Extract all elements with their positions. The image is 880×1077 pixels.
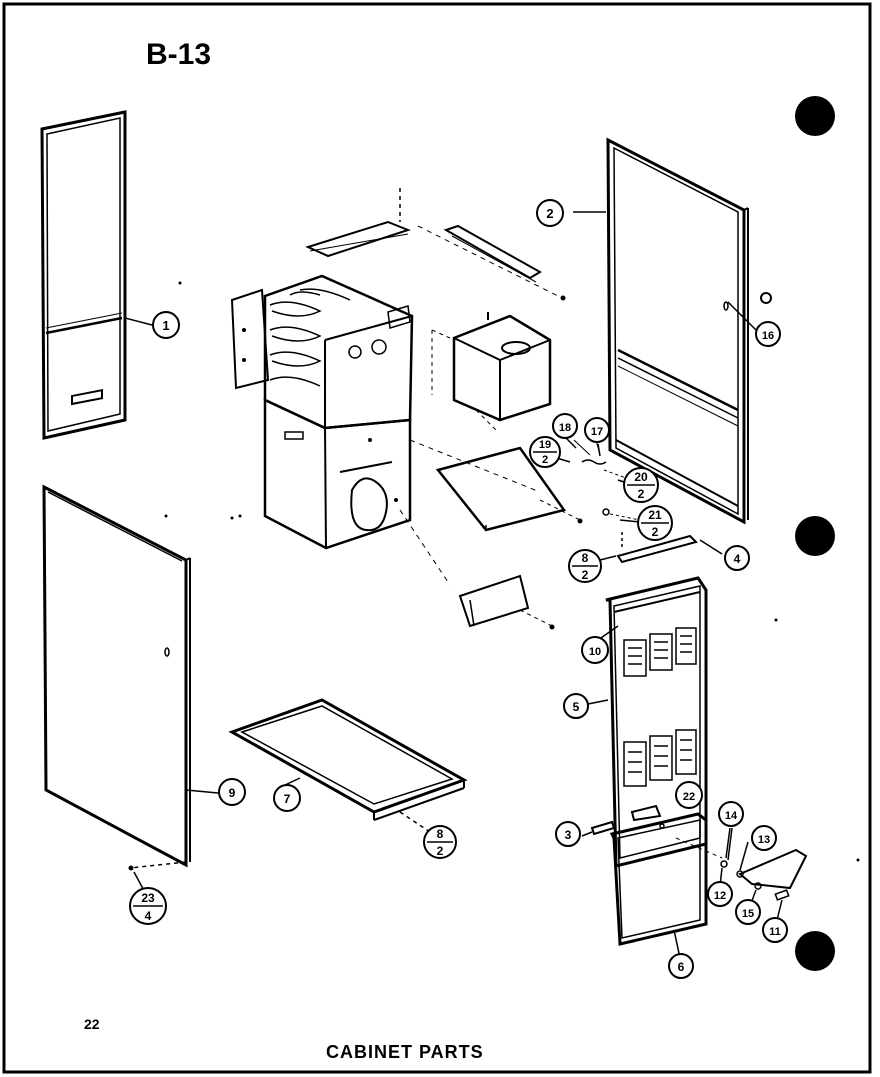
part-4-rail [616,532,723,564]
callout-22: 22 [683,791,695,803]
diagram-caption: CABINET PARTS [326,1042,484,1062]
callout-1: 1 [162,318,169,333]
callout-9: 9 [229,786,236,800]
callout-23-top: 23 [141,891,155,905]
callout-8a-top: 8 [582,551,589,565]
callout-8b-bottom: 2 [437,844,444,858]
callout-17: 17 [591,426,603,438]
callout-3: 3 [565,828,572,842]
callout-labels: 1 2 16 18 17 19 2 20 2 21 2 8 2 4 10 5 9… [141,206,781,974]
callout-20-top: 20 [634,470,648,484]
filter-tray [409,439,583,532]
callout-19-bottom: 2 [542,454,548,466]
blower-box [431,312,552,431]
callout-19-top: 19 [539,439,551,451]
callout-18: 18 [559,422,571,434]
callout-11: 11 [769,926,781,938]
lower-bracket [399,509,555,630]
callout-7: 7 [284,792,291,806]
callout-16: 16 [762,330,774,342]
callout-21-bottom: 2 [652,525,659,539]
registration-dot [795,931,835,971]
callout-23-bottom: 4 [145,909,152,923]
latch-hardware [675,827,808,901]
page-number: 22 [84,1016,100,1032]
callout-15: 15 [742,908,754,920]
part-7-bottom-tray [228,698,468,833]
callout-6: 6 [678,960,685,974]
callout-8a-bottom: 2 [582,568,589,582]
leader-lines [133,301,783,925]
registration-dot [795,96,835,136]
part-1-upper-door-panel [40,110,153,440]
callout-8b-top: 8 [437,827,444,841]
fraction-bars [133,451,669,907]
callout-14: 14 [725,810,738,822]
registration-dot [795,516,835,556]
callout-13: 13 [758,834,770,846]
callout-10: 10 [589,646,601,658]
callout-circles [129,199,788,979]
callout-20-bottom: 2 [638,487,645,501]
part-2-door-panel [573,137,772,525]
callout-12: 12 [714,890,726,902]
furnace-body [230,188,566,550]
callout-4: 4 [734,552,741,566]
part-6-bottom-door [590,804,708,959]
part-9-side-panel [42,484,219,871]
specks [164,281,860,862]
callout-2: 2 [546,206,553,221]
callout-21-top: 21 [648,508,662,522]
callout-5: 5 [573,700,580,714]
page-title: B-13 [146,38,212,71]
